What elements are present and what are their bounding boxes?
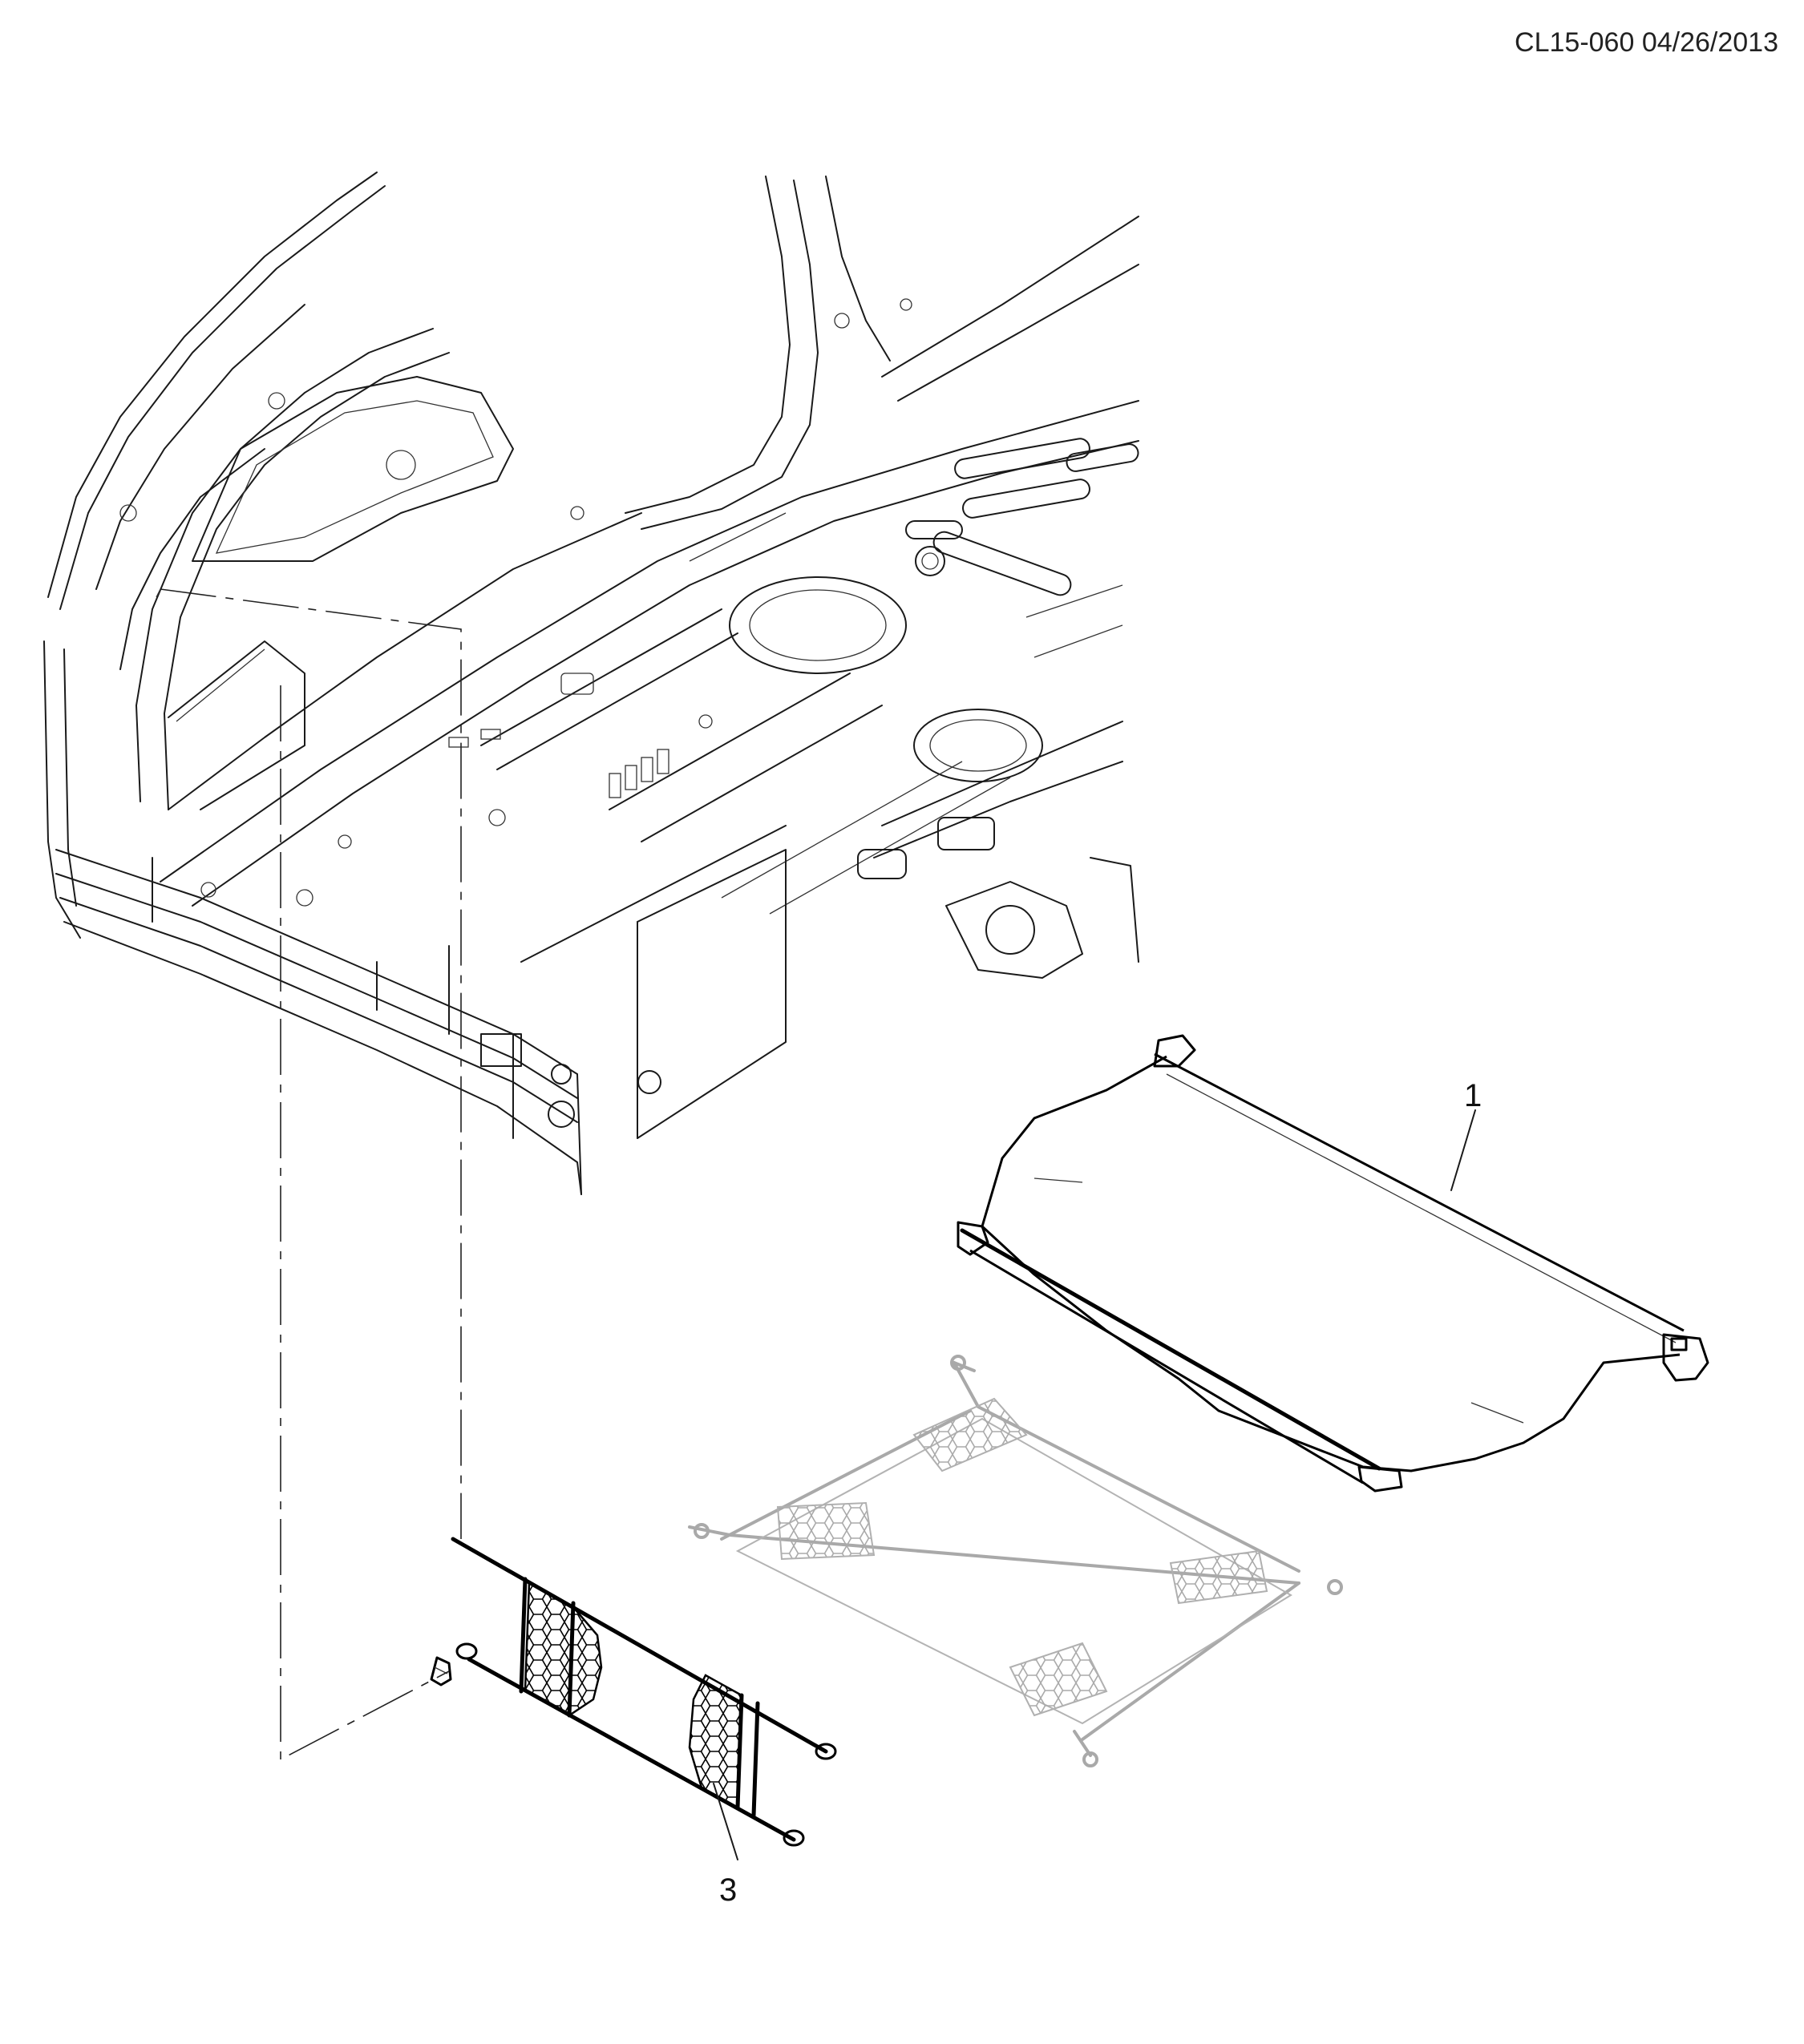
vehicle-rear-body: [43, 172, 1139, 1195]
callout-3-label: 3: [719, 1872, 738, 1908]
floor-net-reference: [688, 1355, 1343, 1767]
cargo-cover-part-1: [957, 1034, 1709, 1493]
assembly-guide-lines: [156, 588, 462, 1761]
cargo-net-part-3: [430, 1537, 837, 1860]
drawing-code: CL15-060 04/26/2013: [1515, 27, 1778, 58]
callout-1-label: 1: [1464, 1078, 1482, 1113]
